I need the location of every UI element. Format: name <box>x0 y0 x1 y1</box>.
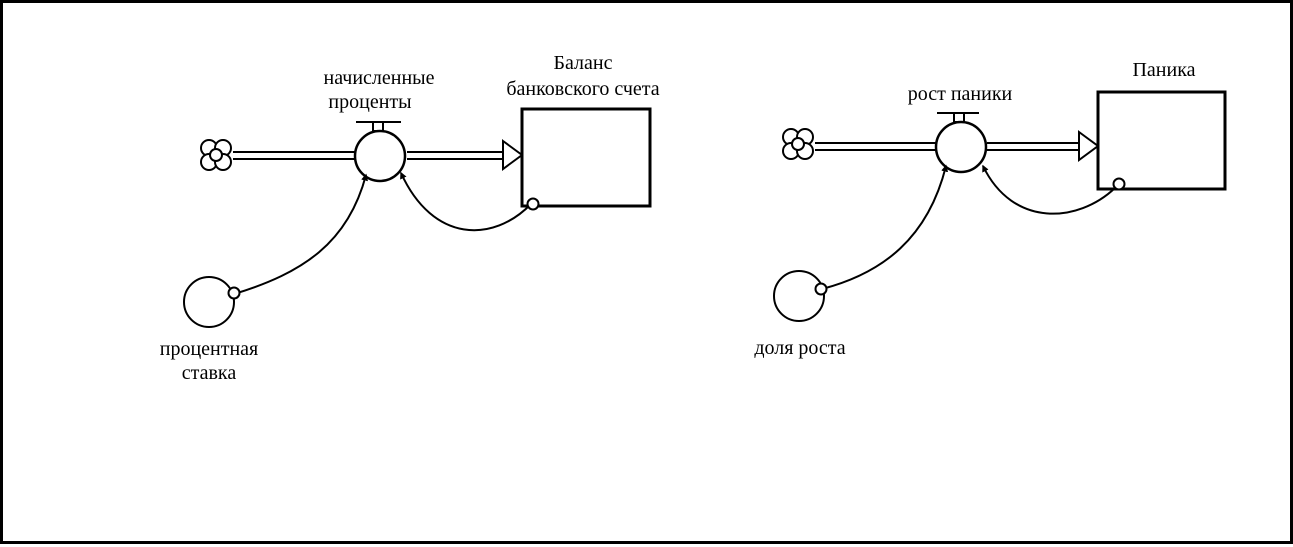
stock-flow-diagram: начисленные проценты Баланс банковского … <box>160 52 1227 384</box>
connector-aux-to-flow <box>233 173 368 295</box>
diagram-interest: начисленные проценты Баланс банковского … <box>160 52 660 384</box>
connector-stock-to-flow <box>982 164 1116 215</box>
valve-handle <box>356 121 401 132</box>
valve-handle <box>937 112 979 123</box>
aux-label: доля роста <box>754 337 845 359</box>
auxiliary-node[interactable] <box>773 270 825 322</box>
stock-label: Паника <box>1132 59 1195 81</box>
stock-label-line2: банковского счета <box>506 78 659 100</box>
flow-label-line2: проценты <box>328 91 411 113</box>
flow-label: рост паники <box>908 83 1013 105</box>
connector-aux-to-flow <box>821 164 949 290</box>
connector-origin-stock <box>526 197 540 211</box>
stock-box[interactable] <box>1096 90 1227 191</box>
aux-label-line1: процентная <box>160 338 259 360</box>
aux-label-line2: ставка <box>182 362 237 384</box>
flow-pipe-inlet <box>233 151 355 160</box>
flow-rate-node[interactable] <box>353 129 407 183</box>
flow-pipe-inlet <box>815 142 937 151</box>
flow-pipe-outlet <box>407 139 524 171</box>
diagram-panic: рост паники Паника доля роста <box>754 59 1227 359</box>
flow-label-line1: начисленные <box>324 67 435 89</box>
cloud-source-icon <box>200 139 232 171</box>
auxiliary-node[interactable] <box>183 276 235 328</box>
stock-box[interactable] <box>520 107 652 208</box>
cloud-source-icon <box>782 128 814 160</box>
connector-stock-to-flow <box>400 171 532 232</box>
connector-origin-stock <box>1112 177 1126 191</box>
flow-pipe-outlet <box>987 130 1100 162</box>
connector-origin-aux <box>227 286 241 300</box>
flow-rate-node[interactable] <box>934 120 988 174</box>
stock-label-line1: Баланс <box>554 52 613 74</box>
connector-origin-aux <box>814 282 828 296</box>
